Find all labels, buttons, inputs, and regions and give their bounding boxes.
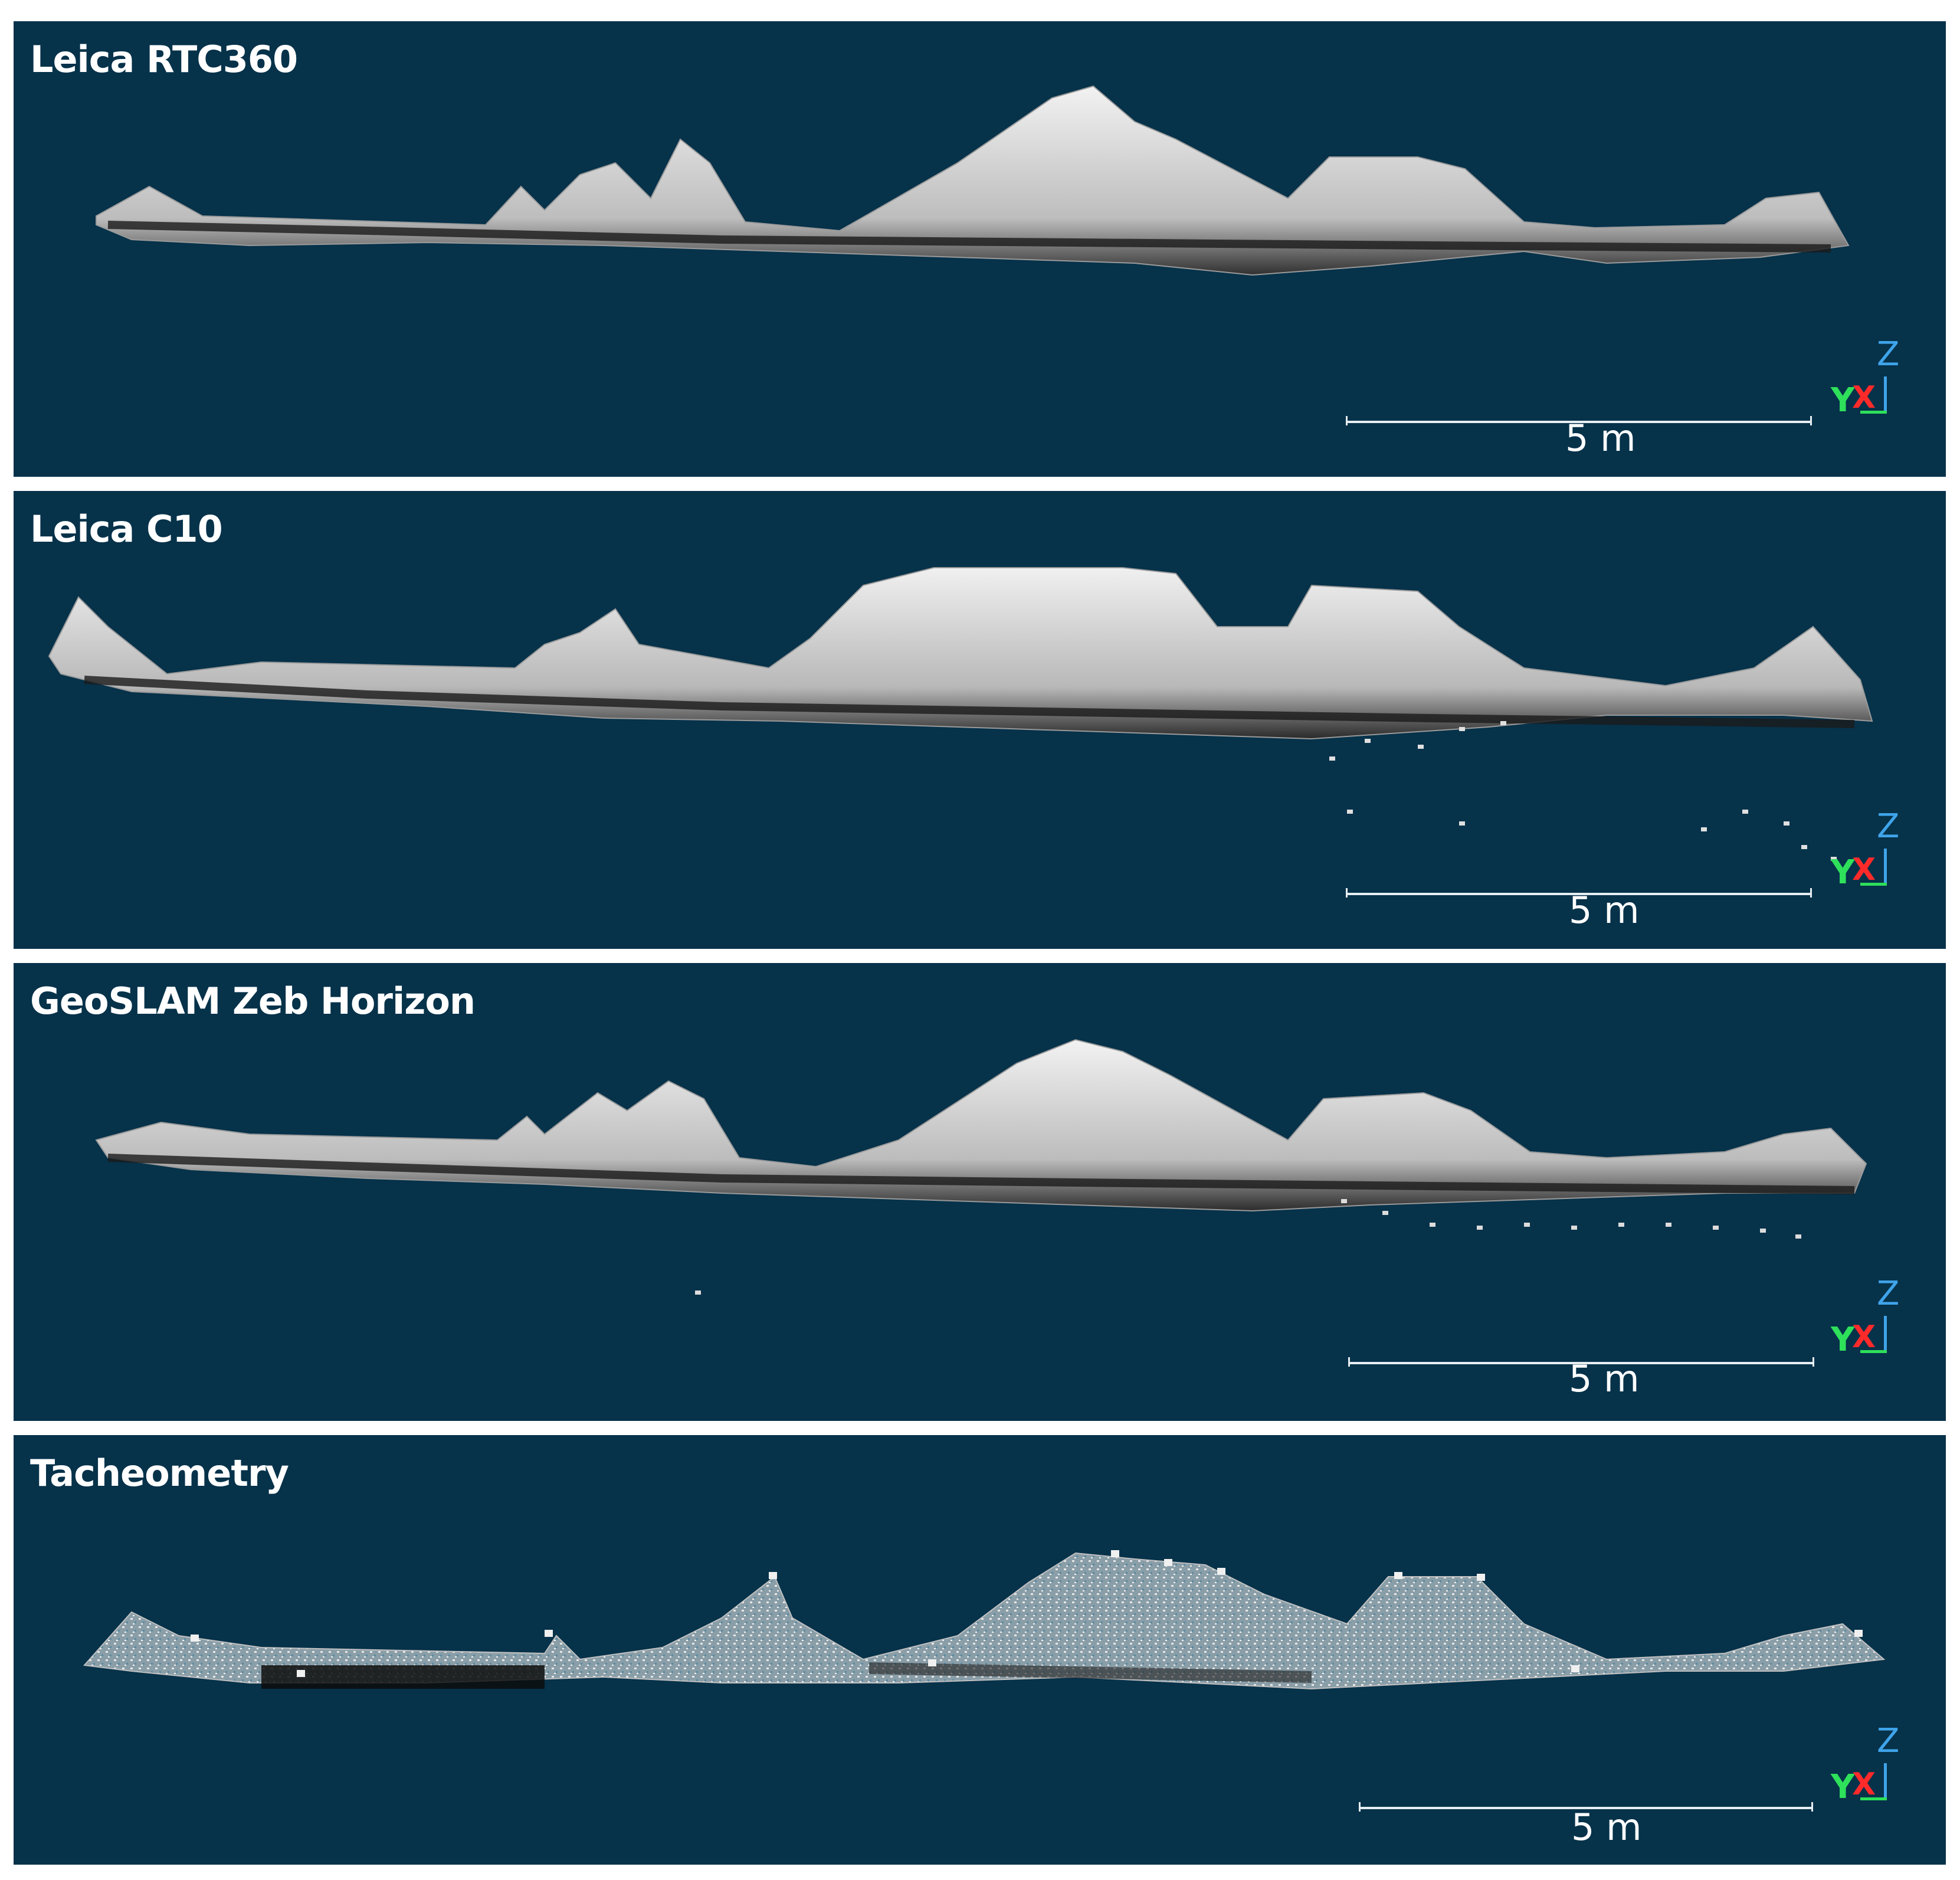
axis-y-label: Y bbox=[1831, 1768, 1855, 1806]
scale-bar bbox=[1346, 888, 1812, 898]
panel-title: Leica C10 bbox=[30, 507, 223, 551]
viewport-panel-geoslam[interactable]: GeoSLAM Zeb Horizon 5 m Z Y X bbox=[14, 963, 1946, 1421]
scale-bar bbox=[1348, 1357, 1814, 1367]
viewport-panel-rtc360[interactable]: Leica RTC360 5 m Z Y X bbox=[14, 21, 1946, 477]
axis-z-line bbox=[1884, 1763, 1887, 1800]
viewport-panel-tacheometry[interactable]: Tacheometry 5 m Z Y X bbox=[14, 1435, 1946, 1865]
axis-x-label: X bbox=[1852, 852, 1876, 887]
axis-y-line bbox=[1860, 411, 1887, 414]
point-cloud-profile bbox=[48, 567, 1873, 861]
axis-y-line bbox=[1860, 1350, 1887, 1353]
axis-y-line bbox=[1860, 883, 1887, 886]
panel-title: Tacheometry bbox=[30, 1452, 289, 1495]
viewport-panel-c10[interactable]: Leica C10 5 m Z Y X bbox=[14, 491, 1946, 949]
axis-z-label: Z bbox=[1877, 1722, 1900, 1760]
point-cloud-profile bbox=[95, 1039, 1867, 1295]
point-cloud-profile bbox=[83, 1550, 1886, 1690]
axis-x-label: X bbox=[1852, 380, 1876, 415]
scale-label: 5 m bbox=[1571, 1806, 1642, 1849]
axis-gizmo: Z Y X bbox=[1831, 1722, 1900, 1810]
scale-bar bbox=[1359, 1802, 1813, 1812]
axis-y-label: Y bbox=[1831, 381, 1855, 420]
axis-y-label: Y bbox=[1831, 853, 1855, 892]
axis-gizmo: Z Y X bbox=[1831, 1275, 1900, 1363]
panel-title: Leica RTC360 bbox=[30, 38, 298, 81]
axis-z-label: Z bbox=[1877, 1275, 1900, 1313]
scale-label: 5 m bbox=[1569, 1357, 1640, 1400]
scale-label: 5 m bbox=[1569, 889, 1640, 932]
axis-z-label: Z bbox=[1877, 335, 1900, 374]
axis-x-label: X bbox=[1852, 1319, 1876, 1355]
axis-z-line bbox=[1884, 376, 1887, 413]
scale-label: 5 m bbox=[1565, 417, 1636, 460]
axis-z-label: Z bbox=[1877, 807, 1900, 846]
axis-y-label: Y bbox=[1831, 1321, 1855, 1359]
scale-bar bbox=[1346, 416, 1812, 425]
axis-z-line bbox=[1884, 849, 1887, 885]
panel-title: GeoSLAM Zeb Horizon bbox=[30, 980, 476, 1023]
axis-y-line bbox=[1860, 1797, 1887, 1800]
axis-z-line bbox=[1884, 1316, 1887, 1352]
axis-gizmo: Z Y X bbox=[1831, 335, 1900, 424]
axis-x-label: X bbox=[1852, 1767, 1876, 1802]
axis-gizmo: Z Y X bbox=[1831, 807, 1900, 896]
point-cloud-profile bbox=[96, 85, 1850, 276]
